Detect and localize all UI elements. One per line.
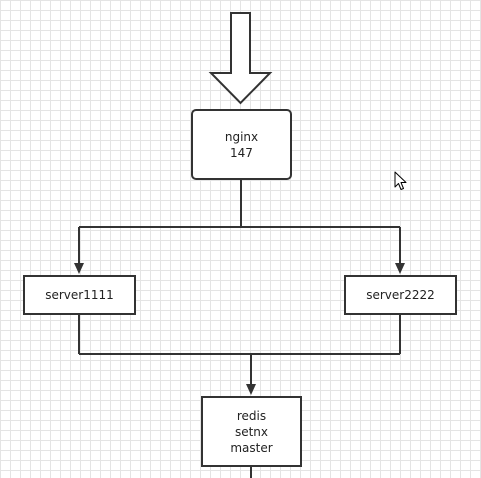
server1111-label: server1111 [45, 288, 114, 302]
nginx-node[interactable]: nginx 147 [191, 109, 292, 180]
redis-node[interactable]: redis setnx master [201, 396, 302, 467]
incoming-block-arrow-icon [208, 12, 273, 105]
redis-master-label: master [230, 440, 273, 455]
server2222-label: server2222 [366, 288, 435, 302]
server2222-node[interactable]: server2222 [344, 275, 457, 315]
nginx-port-label: 147 [230, 145, 253, 160]
mouse-pointer-icon [394, 171, 407, 190]
arrowhead-server1111-icon [74, 263, 84, 274]
redis-setnx-label: setnx [234, 424, 269, 439]
arrowhead-redis-icon [246, 384, 256, 395]
redis-label: redis [236, 408, 267, 423]
nginx-label: nginx [224, 129, 259, 144]
arrowhead-server2222-icon [395, 263, 405, 274]
server1111-node[interactable]: server1111 [23, 275, 136, 315]
